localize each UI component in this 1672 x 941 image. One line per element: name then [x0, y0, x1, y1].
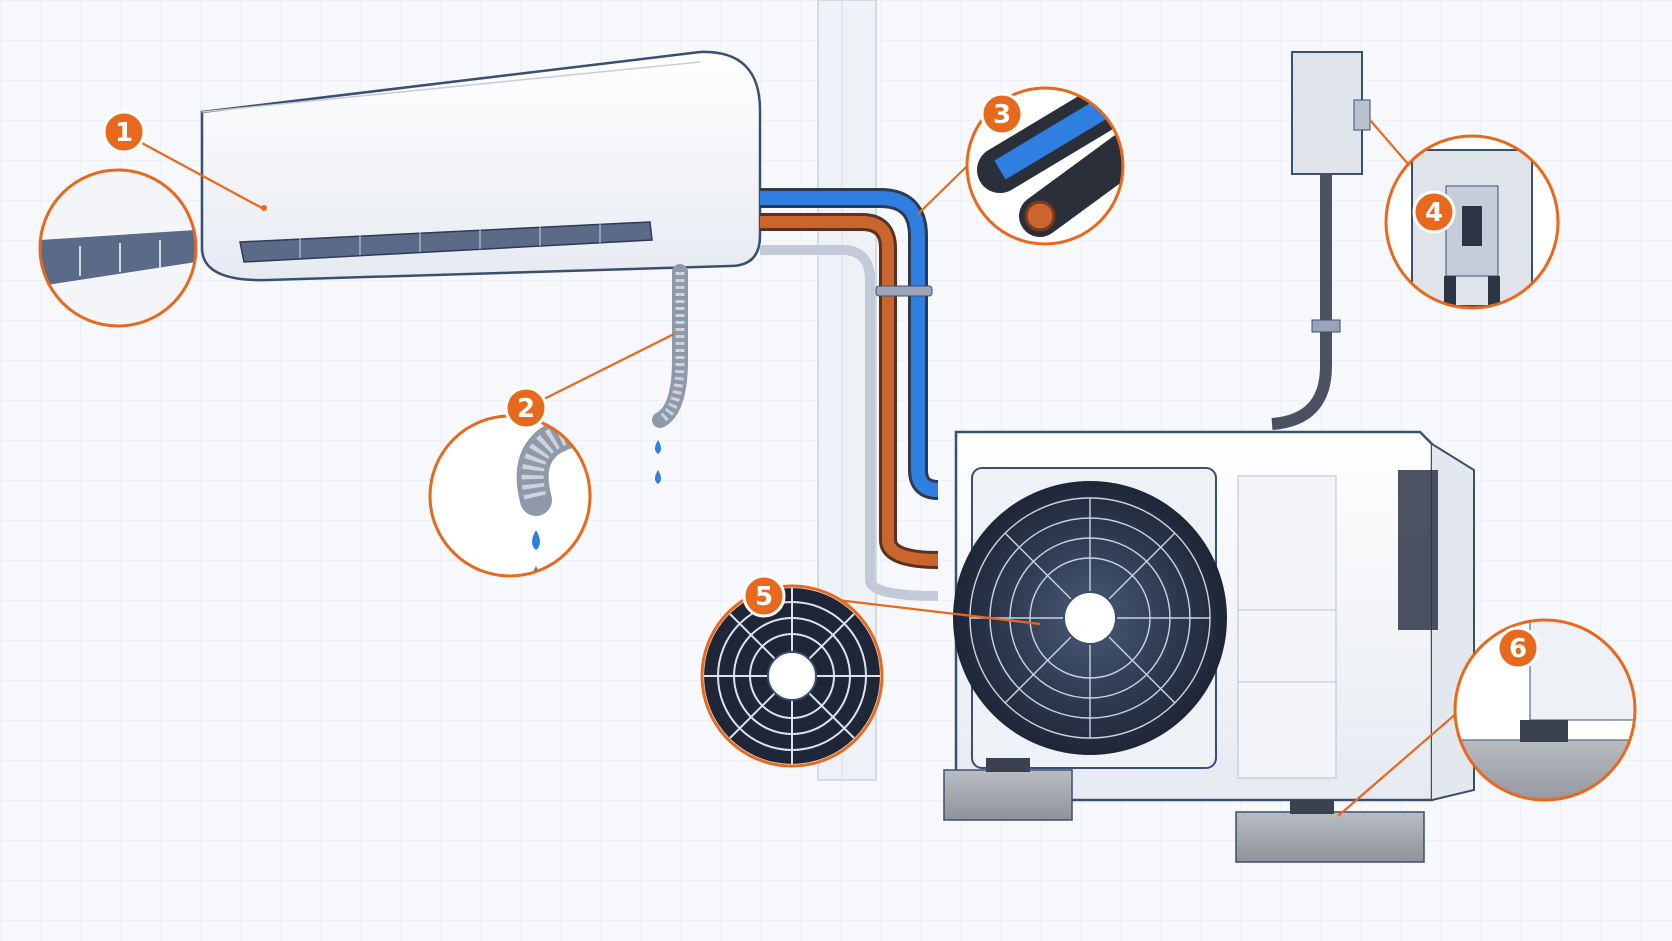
callout-label-3: 3 — [993, 100, 1011, 130]
drain-hose — [652, 264, 688, 484]
callout-badge-1: 1 — [102, 110, 146, 154]
detail-3-lines — [965, 86, 1125, 246]
indoor-unit — [200, 50, 762, 282]
callout-badge-3: 3 — [980, 92, 1024, 136]
detail-4-disconnect — [1384, 134, 1560, 310]
callout-label-4: 4 — [1425, 198, 1443, 228]
callout-label-5: 5 — [755, 582, 773, 612]
disconnect-box — [1271, 51, 1371, 430]
callout-badge-2: 2 — [504, 386, 548, 430]
callout-badge-6: 6 — [1496, 626, 1540, 670]
detail-5-fan — [700, 584, 884, 768]
callout-badge-5: 5 — [742, 574, 786, 618]
concrete-pads — [943, 758, 1425, 863]
callout-label-1: 1 — [115, 118, 133, 148]
callout-badge-4: 4 — [1412, 190, 1456, 234]
detail-1-louver — [38, 168, 198, 328]
callout-label-6: 6 — [1509, 634, 1527, 664]
callout-label-2: 2 — [517, 394, 535, 424]
outdoor-unit — [953, 430, 1475, 802]
refrigerant-lines — [760, 188, 939, 601]
